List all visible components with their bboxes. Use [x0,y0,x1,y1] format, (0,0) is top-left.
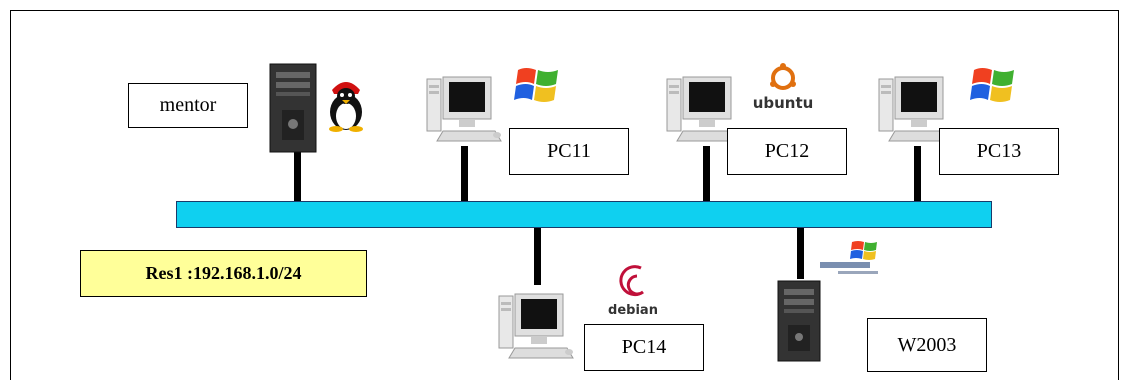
debian-logo-text: debian [608,303,658,318]
node-label-pc11: PC11 [509,128,629,175]
windows-xp-logo-icon [970,64,1018,106]
node-label-pc14: PC14 [584,324,704,371]
node-label-pc13: PC13 [939,128,1059,175]
link-pc13 [914,146,921,202]
mentor-server-icon [268,62,320,156]
linux-tux-icon [320,76,372,132]
link-w2003 [797,227,804,279]
w2003-server-icon [776,279,824,365]
network-bus [176,201,992,228]
ubuntu-logo-icon: ubuntu [748,62,818,114]
link-mentor [294,150,301,202]
node-label-pc12: PC12 [727,128,847,175]
windows-server-2003-logo-icon [818,238,888,280]
link-pc12 [703,146,710,202]
node-label-mentor: mentor [128,83,248,128]
debian-logo-icon: debian [603,256,665,318]
pc14-desktop-icon [497,292,577,364]
ubuntu-logo-text: ubuntu [753,94,814,112]
node-label-w2003: W2003 [867,318,987,372]
network-label: Res1 :192.168.1.0/24 [80,250,367,297]
pc12-desktop-icon [665,75,745,147]
pc11-desktop-icon [425,75,505,147]
link-pc14 [534,227,541,285]
diagram-frame [10,10,1119,380]
link-pc11 [461,146,468,202]
windows-xp-logo-icon [514,64,562,106]
